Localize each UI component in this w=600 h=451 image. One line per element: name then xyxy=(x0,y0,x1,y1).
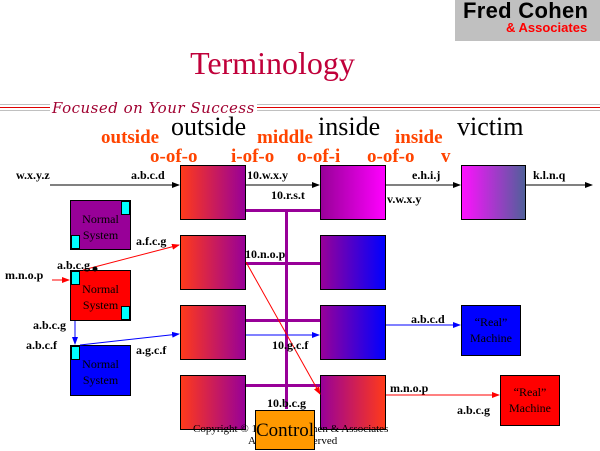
header-inside: inside xyxy=(318,112,381,141)
outside-box-1[interactable] xyxy=(180,165,246,220)
victim-box[interactable] xyxy=(461,165,526,220)
machine-label-line1: “Real” xyxy=(474,315,508,329)
port-icon xyxy=(121,306,130,320)
normal-system-blue[interactable]: Normal System xyxy=(70,345,131,396)
header-middle: middle xyxy=(257,127,313,148)
header-outside: outside xyxy=(171,112,247,141)
inside-box-1[interactable] xyxy=(320,165,386,220)
company-logo: Fred Cohen & Associates xyxy=(455,0,600,41)
sub-oofo-2: o-of-o xyxy=(367,146,415,167)
normal-system-red[interactable]: Normal System xyxy=(70,270,131,321)
label-10rst: 10.r.s.t xyxy=(271,188,305,202)
label-mnop-right: m.n.o.p xyxy=(390,381,429,395)
label-afcg: a.f.c.g xyxy=(136,234,167,248)
label-10nop: 10.n.o.p xyxy=(245,247,286,261)
logo-subtitle: & Associates xyxy=(506,20,588,35)
rule-red xyxy=(0,107,600,108)
port-icon xyxy=(121,201,130,215)
label-abcg-mid: a.b.c.g xyxy=(33,318,66,332)
sub-iofo: i-of-o xyxy=(231,146,275,167)
outside-box-3[interactable] xyxy=(180,305,246,360)
label-mnop-left: m.n.o.p xyxy=(5,268,44,282)
port-icon xyxy=(71,346,80,360)
machine-label-line2: Machine xyxy=(509,401,551,415)
sub-oofo-1: o-of-o xyxy=(150,146,198,167)
bus-row-1 xyxy=(245,209,320,212)
arrow-blue-sys-to-outside-3 xyxy=(79,331,180,346)
inside-box-4[interactable] xyxy=(320,375,386,430)
label-wxyz: w.x.y.z xyxy=(16,168,50,182)
label-vwxy: v.w.x.y xyxy=(387,192,422,206)
label-klnq: k.l.n.q xyxy=(533,168,566,182)
system-label-line1: Normal xyxy=(82,212,119,226)
system-label-line2: System xyxy=(82,298,119,312)
tagline: Focused on Your Success xyxy=(50,99,257,117)
system-label-line2: System xyxy=(82,228,119,242)
normal-system-purple[interactable]: Normal System xyxy=(70,200,131,250)
header-victim: victim xyxy=(457,112,524,141)
port-icon xyxy=(71,271,80,285)
label-ehij: e.h.i.j xyxy=(412,168,441,182)
outside-box-4[interactable] xyxy=(180,375,246,430)
logo-name: Fred Cohen xyxy=(463,0,589,23)
label-10wxy: 10.w.x.y xyxy=(247,168,289,182)
port-icon xyxy=(71,235,80,249)
control-box[interactable]: Control xyxy=(255,410,315,450)
bus-row-4 xyxy=(245,384,320,387)
rule-grey-top xyxy=(0,104,600,105)
outside-box-2[interactable] xyxy=(180,235,246,290)
page-title: Terminology xyxy=(190,45,355,81)
real-machine-red[interactable]: “Real” Machine xyxy=(500,375,560,426)
arrow-red-sys-to-outside-2 xyxy=(82,243,180,271)
arrow-outside-2-diagonal xyxy=(245,261,321,395)
inside-box-3[interactable] xyxy=(320,305,386,360)
label-abcg-top: a.b.c.g xyxy=(57,258,90,272)
label-abcd-right: a.b.c.d xyxy=(411,312,445,326)
sub-oofi: o-of-i xyxy=(297,146,341,167)
label-abcd-left: a.b.c.d xyxy=(131,168,165,182)
machine-label-line1: “Real” xyxy=(513,385,547,399)
system-label-line2: System xyxy=(82,373,119,387)
machine-label-line2: Machine xyxy=(470,331,512,345)
bus-row-2 xyxy=(245,262,320,265)
rule-grey-bottom xyxy=(0,110,600,111)
header-inside-red: inside xyxy=(395,127,443,148)
real-machine-blue[interactable]: “Real” Machine xyxy=(461,305,521,356)
label-abcf: a.b.c.f xyxy=(26,338,57,352)
label-10bcg: 10.b.c.g xyxy=(267,396,306,410)
system-label-line1: Normal xyxy=(82,282,119,296)
sub-v: v xyxy=(441,146,451,167)
label-agcf: a.g.c.f xyxy=(136,343,167,357)
bus-row-3 xyxy=(245,319,320,322)
header-outside-red: outside xyxy=(101,127,160,148)
inside-box-2[interactable] xyxy=(320,235,386,290)
bus-vertical xyxy=(285,209,288,409)
system-label-line1: Normal xyxy=(82,357,119,371)
label-abcg-right: a.b.c.g xyxy=(457,403,490,417)
label-10gcf: 10.g.c.f xyxy=(272,338,309,352)
